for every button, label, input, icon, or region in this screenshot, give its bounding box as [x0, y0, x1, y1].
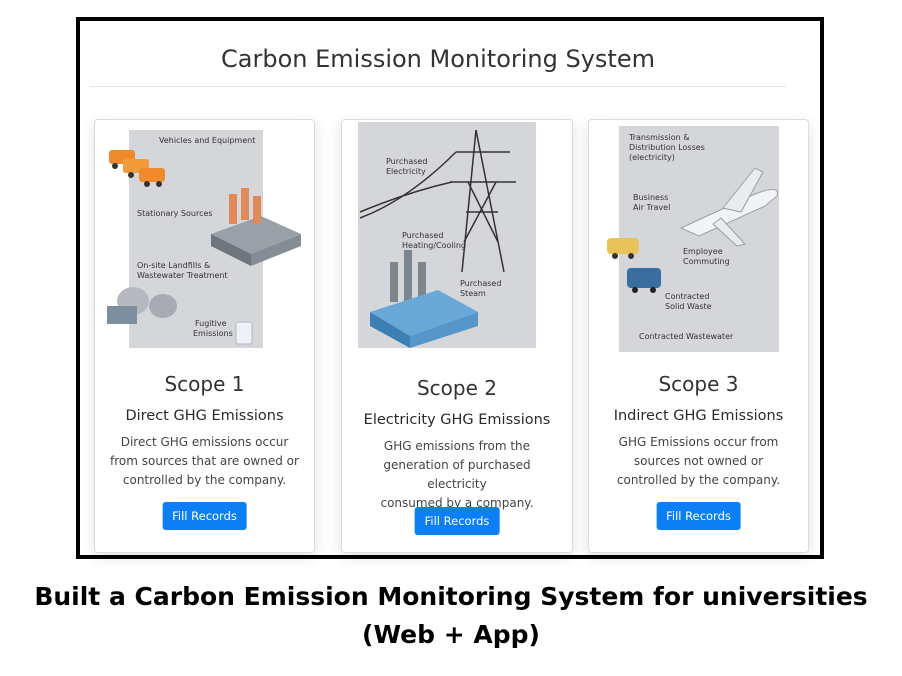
vehicles-icon — [109, 150, 165, 187]
scope-1-description: Direct GHG emissions occur from sources … — [107, 433, 302, 490]
scope-2-desc-line: generation of purchased electricity — [383, 458, 531, 491]
scope-2-desc-line: consumed by a company. — [380, 496, 534, 510]
scope-1-desc-line: from sources that are owned or — [110, 454, 299, 468]
scope-2-subtitle: Electricity GHG Emissions — [363, 412, 551, 428]
power-plant-icon — [370, 250, 478, 348]
scope-2-description: GHG emissions from the generation of pur… — [354, 437, 560, 513]
scope-1-subtitle: Direct GHG Emissions — [125, 408, 284, 424]
label-landfills-2: Wastewater Treatment — [137, 271, 228, 280]
landfill-tanks-icon — [107, 287, 177, 324]
label-transmission-1: Transmission & — [628, 133, 689, 142]
scope-2-desc-line: GHG emissions from the — [383, 439, 531, 453]
label-steam-2: Steam — [460, 289, 486, 298]
label-electricity-2: Electricity — [386, 167, 426, 176]
car-icon — [607, 238, 661, 293]
label-stationary: Stationary Sources — [137, 209, 213, 218]
transmission-tower-icon — [359, 129, 516, 273]
label-waste-1: Contracted — [665, 292, 709, 301]
scope-3-fill-records-button[interactable]: Fill Records — [656, 502, 741, 530]
title-divider — [90, 86, 786, 87]
scope-1-title: Scope 1 — [164, 372, 245, 396]
label-waste-2: Solid Waste — [665, 302, 712, 311]
scope-3-illustration: Transmission & Distribution Losses (elec… — [605, 126, 795, 352]
stationary-sources-icon — [211, 188, 301, 266]
scope-2-title: Scope 2 — [416, 376, 497, 400]
label-fugitive-1: Fugitive — [195, 319, 227, 328]
scope-3-description: GHG Emissions occur from sources not own… — [601, 433, 796, 490]
label-vehicles: Vehicles and Equipment — [159, 136, 255, 145]
scope-3-card: Transmission & Distribution Losses (elec… — [588, 119, 809, 553]
label-fugitive-2: Emissions — [193, 329, 233, 338]
label-heating-1: Purchased — [402, 231, 443, 240]
label-commute-1: Employee — [683, 247, 723, 256]
screenshot-frame: Carbon Emission Monitoring System — [76, 17, 824, 559]
scope-2-fill-records-button[interactable]: Fill Records — [414, 507, 500, 535]
label-steam-1: Purchased — [460, 279, 501, 288]
scope-1-desc-line: Direct GHG emissions occur — [120, 435, 289, 449]
label-landfills-1: On-site Landfills & — [137, 261, 210, 270]
scope-2-card: Purchased Electricity Purchased Heating/… — [341, 119, 573, 553]
caption-line-1: Built a Carbon Emission Monitoring Syste… — [34, 582, 868, 611]
scope-1-card: Vehicles and Equipment Stationary Source… — [94, 119, 315, 553]
label-air-2: Air Travel — [633, 203, 670, 212]
scope-2-illustration: Purchased Electricity Purchased Heating/… — [358, 122, 536, 348]
scope-1-desc-line: controlled by the company. — [122, 473, 287, 487]
scope-3-desc-line: sources not owned or — [633, 454, 764, 468]
caption-line-2: (Web + App) — [362, 620, 540, 649]
label-commute-2: Commuting — [683, 257, 730, 266]
airplane-icon — [679, 167, 779, 247]
scope-1-fill-records-button[interactable]: Fill Records — [162, 502, 247, 530]
page-title: Carbon Emission Monitoring System — [221, 45, 655, 73]
scope-3-desc-line: controlled by the company. — [616, 473, 781, 487]
scope-3-desc-line: GHG Emissions occur from — [618, 435, 779, 449]
label-transmission-3: (electricity) — [629, 153, 675, 162]
label-transmission-2: Distribution Losses — [629, 143, 705, 152]
scope-3-subtitle: Indirect GHG Emissions — [613, 408, 784, 424]
label-wastewater: Contracted Wastewater — [639, 332, 734, 341]
label-electricity-1: Purchased — [386, 157, 427, 166]
label-heating-2: Heating/Cooling — [402, 241, 466, 250]
label-air-1: Business — [633, 193, 668, 202]
scope-3-title: Scope 3 — [658, 372, 739, 396]
scope-1-illustration: Vehicles and Equipment Stationary Source… — [101, 126, 309, 351]
